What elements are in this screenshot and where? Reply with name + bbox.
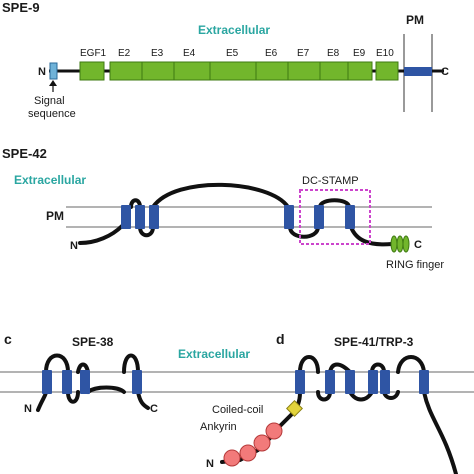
panel-d-n-terminus: N bbox=[206, 458, 214, 470]
panel-c-n-terminus: N bbox=[24, 403, 32, 415]
panel-d-tm-1 bbox=[295, 370, 305, 394]
egf-domain-3 bbox=[141, 61, 175, 81]
panel-d-tm-4 bbox=[368, 370, 378, 394]
panel-a-n-terminus: N bbox=[38, 66, 46, 78]
signal-label-line2: sequence bbox=[28, 108, 76, 120]
egf-domain-label-2: E2 bbox=[118, 48, 131, 59]
egf-domain-7 bbox=[287, 61, 321, 81]
coiled-coil-domain bbox=[286, 400, 303, 417]
panel-b-tm-1 bbox=[121, 205, 131, 229]
panel-b-title: SPE-42 bbox=[2, 146, 47, 161]
panel-a-tm-segment bbox=[404, 67, 432, 76]
panel-c-tm-1 bbox=[42, 370, 52, 394]
panel-b-tm-3 bbox=[149, 205, 159, 229]
panel-c-spe38: c SPE-38 N C bbox=[4, 331, 158, 415]
signal-sequence-arrowhead bbox=[49, 80, 57, 86]
panel-c-c-terminus: C bbox=[150, 403, 158, 415]
panel-d-tm-3 bbox=[345, 370, 355, 394]
egf-domain-label-10: E10 bbox=[376, 48, 394, 59]
egf-domain-4 bbox=[173, 61, 211, 81]
egf-domain-10 bbox=[375, 61, 399, 81]
egf-domain-label-9: E9 bbox=[353, 48, 366, 59]
panel-a-title: SPE-9 bbox=[2, 0, 40, 15]
panel-a-spe9: SPE-9 Extracellular PM Signal sequence N… bbox=[2, 0, 449, 120]
panel-cd-extracellular-label: Extracellular bbox=[178, 347, 250, 361]
ring-finger-domain bbox=[390, 235, 410, 253]
panel-c-tm-3 bbox=[80, 370, 90, 394]
ankyrin-repeat-3 bbox=[253, 434, 271, 452]
panel-d-letter: d bbox=[276, 331, 285, 347]
egf-domain-label-3: E3 bbox=[151, 48, 164, 59]
panel-b-ring-label: RING finger bbox=[386, 259, 444, 271]
panel-b-tm-4 bbox=[284, 205, 294, 229]
signal-label-line1: Signal bbox=[34, 95, 65, 107]
egf-domain-label-1: EGF1 bbox=[80, 48, 107, 59]
panel-b-tm-6 bbox=[345, 205, 355, 229]
panel-c-title: SPE-38 bbox=[72, 335, 114, 349]
egf-domain-label-4: E4 bbox=[183, 48, 196, 59]
panel-d-protein-chain bbox=[298, 355, 458, 474]
panel-d-spe41: d SPE-41/TRP-3 Coiled-coil Ankyrin N bbox=[200, 331, 458, 474]
panel-b-n-terminus: N bbox=[70, 240, 78, 252]
egf-domain-5 bbox=[209, 61, 257, 81]
panel-a-c-terminus: C bbox=[441, 66, 449, 78]
panel-c-letter: c bbox=[4, 331, 12, 347]
panel-d-title: SPE-41/TRP-3 bbox=[334, 335, 414, 349]
panel-b-spe42: SPE-42 Extracellular PM DC-STAMP RING fi… bbox=[2, 146, 444, 271]
panel-b-protein-chain bbox=[78, 182, 394, 247]
egf-domain-label-6: E6 bbox=[265, 48, 278, 59]
panel-d-tm-5 bbox=[380, 370, 390, 394]
panel-d-ankyrin-label: Ankyrin bbox=[200, 421, 237, 433]
panel-d-tm-2 bbox=[325, 370, 335, 394]
egf-domain-2 bbox=[109, 61, 143, 81]
ankyrin-repeat-2 bbox=[239, 444, 257, 462]
dcstamp-box bbox=[299, 189, 371, 245]
panel-c-protein-chain bbox=[36, 353, 150, 412]
egf-domain-label-7: E7 bbox=[297, 48, 310, 59]
panel-d-tm-6 bbox=[419, 370, 429, 394]
egf-domain-label-8: E8 bbox=[327, 48, 340, 59]
egf-domain-label-5: E5 bbox=[226, 48, 239, 59]
ankyrin-repeat-4 bbox=[265, 422, 283, 440]
panel-b-tm-5 bbox=[314, 205, 324, 229]
egf-domain-9 bbox=[347, 61, 373, 81]
panel-b-tm-2 bbox=[135, 205, 145, 229]
panel-b-dcstamp-label: DC-STAMP bbox=[302, 175, 359, 187]
panel-b-extracellular-label: Extracellular bbox=[14, 173, 86, 187]
panel-b-pm-label: PM bbox=[46, 209, 64, 223]
egf-domain-1 bbox=[79, 61, 105, 81]
signal-sequence-box bbox=[49, 62, 58, 80]
egf-domain-8 bbox=[319, 61, 349, 81]
panel-c-tm-4 bbox=[132, 370, 142, 394]
panel-b-c-terminus: C bbox=[414, 239, 422, 251]
panel-d-coiled-coil-label: Coiled-coil bbox=[212, 404, 263, 416]
egf-domain-6 bbox=[255, 61, 289, 81]
panel-a-pm-label: PM bbox=[406, 13, 424, 27]
panel-c-tm-2 bbox=[62, 370, 72, 394]
ankyrin-repeat-1 bbox=[223, 449, 241, 467]
panel-a-extracellular-label: Extracellular bbox=[198, 23, 270, 37]
